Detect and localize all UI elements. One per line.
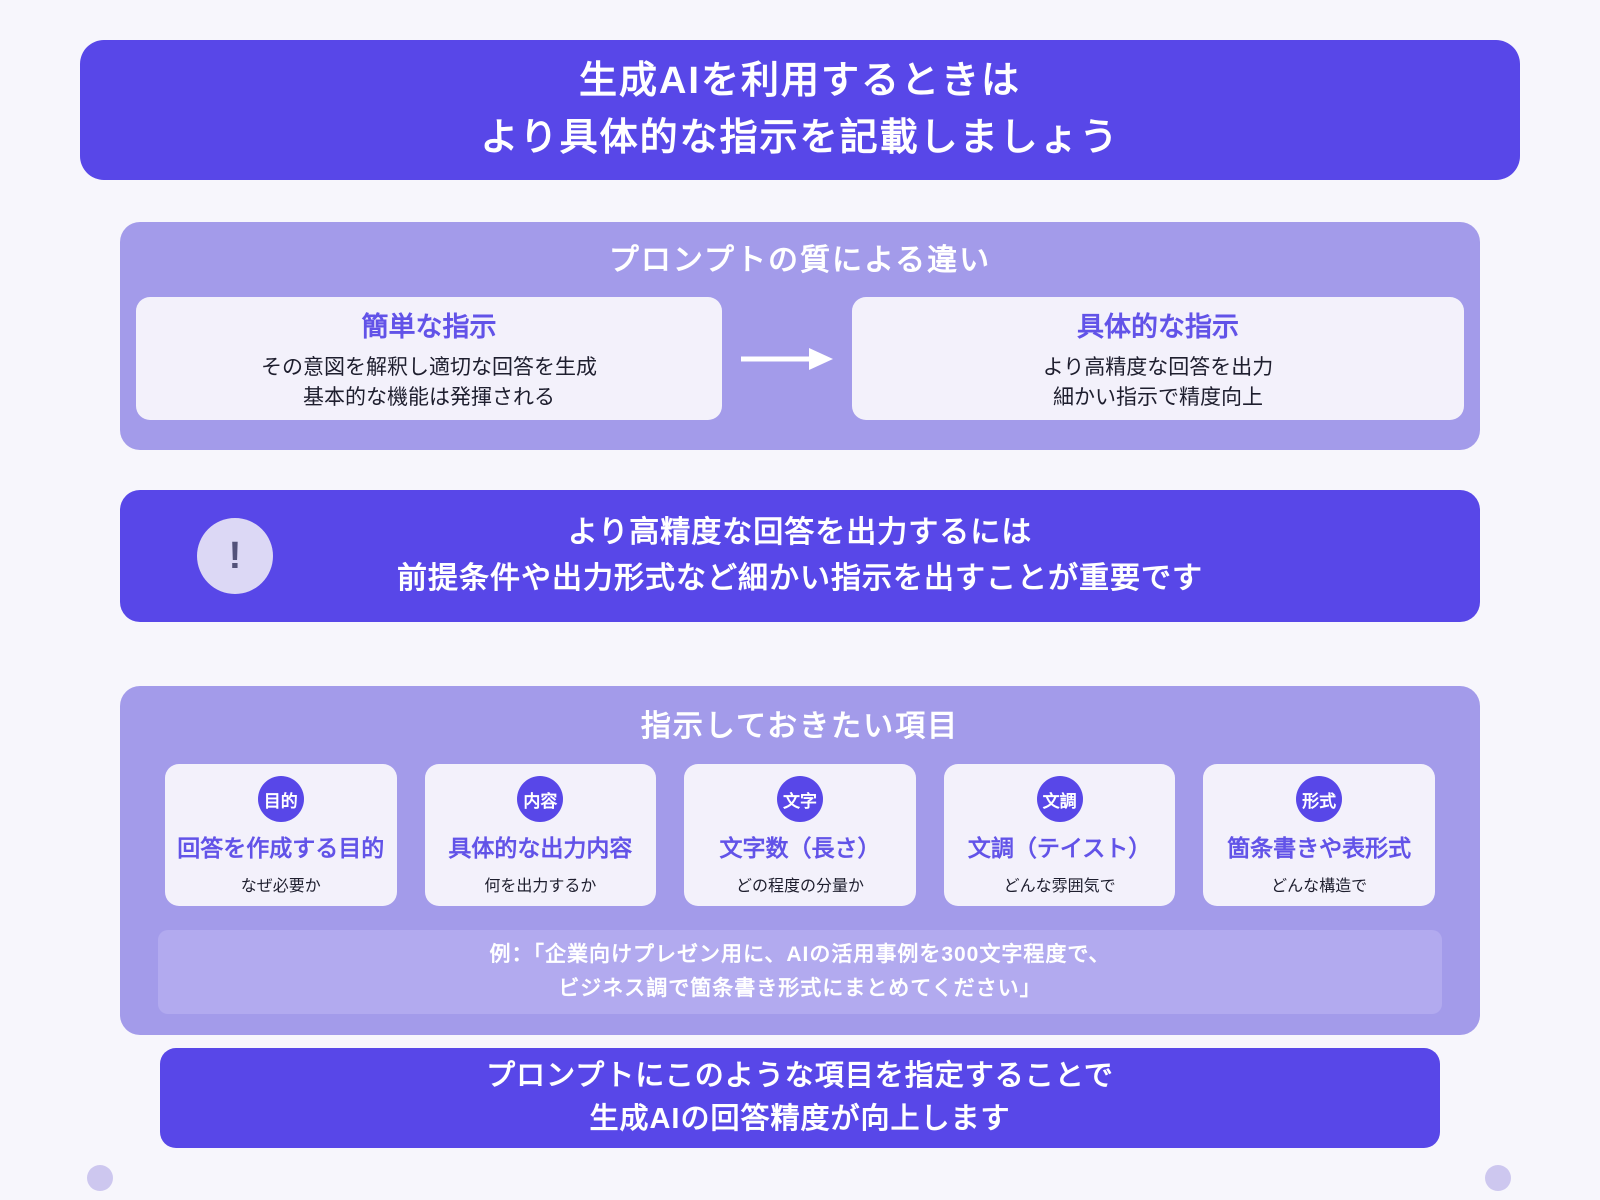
purpose-subtitle: なぜ必要か: [240, 878, 321, 896]
simple-card-title: 簡単な指示: [361, 311, 497, 342]
key-point-line2: 前提条件や出力形式など細かい指示を出すことが重要です: [397, 562, 1203, 595]
example-line1: 例：「企業向けプレゼン用に、AIの活用事例を300文字程度で、: [489, 943, 1111, 967]
conclusion-line2: 生成AIの回答精度が向上します: [589, 1103, 1011, 1135]
format-title: 箇条書きや表形式: [1227, 835, 1412, 862]
quality-cards-row: 簡単な指示 その意図を解釈し適切な回答を生成 基本的な機能は発揮される 具体的な…: [136, 297, 1464, 421]
tone-badge: 文調: [1036, 776, 1083, 823]
length-title: 文字数（長さ）: [719, 835, 881, 862]
key-point-line1: より高精度な回答を出力するには: [567, 515, 1033, 549]
conclusion-line1: プロンプトにこのような項目を指定することで: [486, 1059, 1114, 1092]
arrow-right-icon: [722, 346, 852, 372]
example-line2: ビジネス調で箇条書き形式にまとめてください」: [558, 977, 1042, 1001]
item-cards-row: 目的 回答を作成する目的 なぜ必要か 内容 具体的な出力内容 何を出力するか 文…: [165, 764, 1435, 907]
format-subtitle: どんな構造で: [1271, 878, 1368, 896]
specific-card-title: 具体的な指示: [1077, 311, 1239, 342]
item-card-tone: 文調 文調（テイスト） どんな雰囲気で: [943, 764, 1176, 907]
content-subtitle: 何を出力するか: [484, 878, 597, 896]
length-badge: 文字: [776, 776, 823, 823]
item-card-length: 文字 文字数（長さ） どの程度の分量か: [684, 764, 916, 907]
item-card-content: 内容 具体的な出力内容 何を出力するか: [424, 764, 657, 907]
items-to-specify-section: 指示しておきたい項目 目的 回答を作成する目的 なぜ必要か 内容 具体的な出力内…: [120, 686, 1480, 1035]
exclamation-icon: !: [197, 518, 273, 594]
items-section-title: 指示しておきたい項目: [640, 710, 960, 743]
content-title: 具体的な出力内容: [448, 835, 633, 862]
decor-dot-right: [1485, 1165, 1511, 1191]
simple-instruction-card: 簡単な指示 その意図を解釈し適切な回答を生成 基本的な機能は発揮される: [136, 297, 722, 421]
tone-title: 文調（テイスト）: [967, 835, 1152, 862]
specific-instruction-card: 具体的な指示 より高精度な回答を出力 細かい指示で精度向上: [852, 297, 1464, 421]
simple-card-line2: 基本的な機能は発揮される: [303, 385, 555, 409]
item-card-purpose: 目的 回答を作成する目的 なぜ必要か: [165, 764, 397, 907]
conclusion-banner: プロンプトにこのような項目を指定することで 生成AIの回答精度が向上します: [160, 1048, 1440, 1148]
main-title-line2: より具体的な指示を記載しましょう: [480, 117, 1120, 159]
length-subtitle: どの程度の分量か: [735, 878, 864, 896]
tone-subtitle: どんな雰囲気で: [1003, 878, 1116, 896]
main-title-banner: 生成AIを利用するときは より具体的な指示を記載しましょう: [80, 40, 1520, 180]
decor-dot-left: [87, 1165, 113, 1191]
main-title-line1: 生成AIを利用するときは: [578, 60, 1021, 102]
purpose-title: 回答を作成する目的: [177, 835, 385, 862]
purpose-badge: 目的: [257, 776, 304, 823]
prompt-quality-section: プロンプトの質による違い 簡単な指示 その意図を解釈し適切な回答を生成 基本的な…: [120, 222, 1480, 450]
specific-card-line2: 細かい指示で精度向上: [1053, 385, 1263, 409]
simple-card-line1: その意図を解釈し適切な回答を生成: [261, 355, 597, 379]
key-point-text: より高精度な回答を出力するには 前提条件や出力形式など細かい指示を出すことが重要…: [397, 510, 1203, 603]
item-card-format: 形式 箇条書きや表形式 どんな構造で: [1203, 764, 1435, 907]
content-badge: 内容: [517, 776, 564, 823]
key-point-banner: ! より高精度な回答を出力するには 前提条件や出力形式など細かい指示を出すことが…: [120, 490, 1480, 622]
specific-card-line1: より高精度な回答を出力: [1042, 355, 1274, 379]
format-badge: 形式: [1296, 776, 1343, 823]
quality-section-title: プロンプトの質による違い: [608, 244, 992, 277]
example-prompt-box: 例：「企業向けプレゼン用に、AIの活用事例を300文字程度で、 ビジネス調で箇条…: [158, 930, 1442, 1015]
